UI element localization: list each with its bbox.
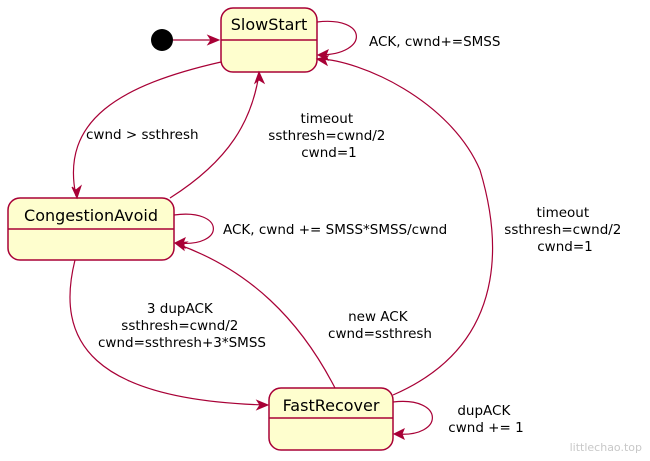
arrowhead-ca-to-ss bbox=[253, 70, 266, 85]
arrowhead-initial bbox=[206, 34, 221, 46]
state-slowstart-title: SlowStart bbox=[231, 15, 308, 34]
edge-congestionavoid-self bbox=[173, 213, 214, 244]
edge-congestionavoid-to-fastrecover bbox=[69, 259, 267, 406]
label-congestionavoid-to-slowstart: timeout ssthresh=cwnd/2 cwnd=1 bbox=[268, 111, 389, 161]
edge-fastrecover-to-slowstart bbox=[318, 58, 494, 396]
edge-congestionavoid-to-slowstart bbox=[169, 73, 260, 199]
edge-slowstart-to-congestionavoid bbox=[72, 61, 222, 197]
edge-fastrecover-self bbox=[392, 400, 433, 435]
label-fastrecover-to-slowstart: timeout ssthresh=cwnd/2 cwnd=1 bbox=[504, 205, 625, 255]
arrowhead-ss-to-ca bbox=[71, 184, 83, 200]
label-fastrecover-to-congestionavoid: new ACK cwnd=ssthresh bbox=[328, 309, 432, 342]
label-slowstart-self: ACK, cwnd+=SMSS bbox=[369, 34, 500, 50]
state-fastrecover: FastRecover bbox=[268, 387, 394, 451]
initial-state-dot bbox=[151, 29, 173, 51]
label-congestionavoid-to-fastrecover: 3 dupACK ssthresh=cwnd/2 cwnd=ssthresh+3… bbox=[98, 301, 266, 351]
label-slowstart-to-congestionavoid: cwnd > ssthresh bbox=[86, 127, 199, 143]
arrowhead-fr-self bbox=[392, 427, 405, 441]
watermark: littlechao.top bbox=[570, 441, 642, 454]
state-fastrecover-title: FastRecover bbox=[283, 396, 380, 415]
edge-fastrecover-to-congestionavoid bbox=[176, 243, 336, 389]
label-fastrecover-self: dupACK cwnd += 1 bbox=[448, 403, 523, 436]
label-congestionavoid-self: ACK, cwnd += SMSS*SMSS/cwnd bbox=[223, 222, 447, 238]
state-congestionavoid: CongestionAvoid bbox=[7, 197, 175, 261]
edge-slowstart-self bbox=[316, 20, 357, 56]
arrowhead-fr-to-ss bbox=[315, 55, 330, 67]
state-slowstart: SlowStart bbox=[220, 7, 318, 73]
state-congestionavoid-title: CongestionAvoid bbox=[24, 206, 158, 225]
arrowhead-fr-to-ca bbox=[173, 241, 189, 252]
arrowhead-ca-to-fr bbox=[255, 399, 270, 411]
